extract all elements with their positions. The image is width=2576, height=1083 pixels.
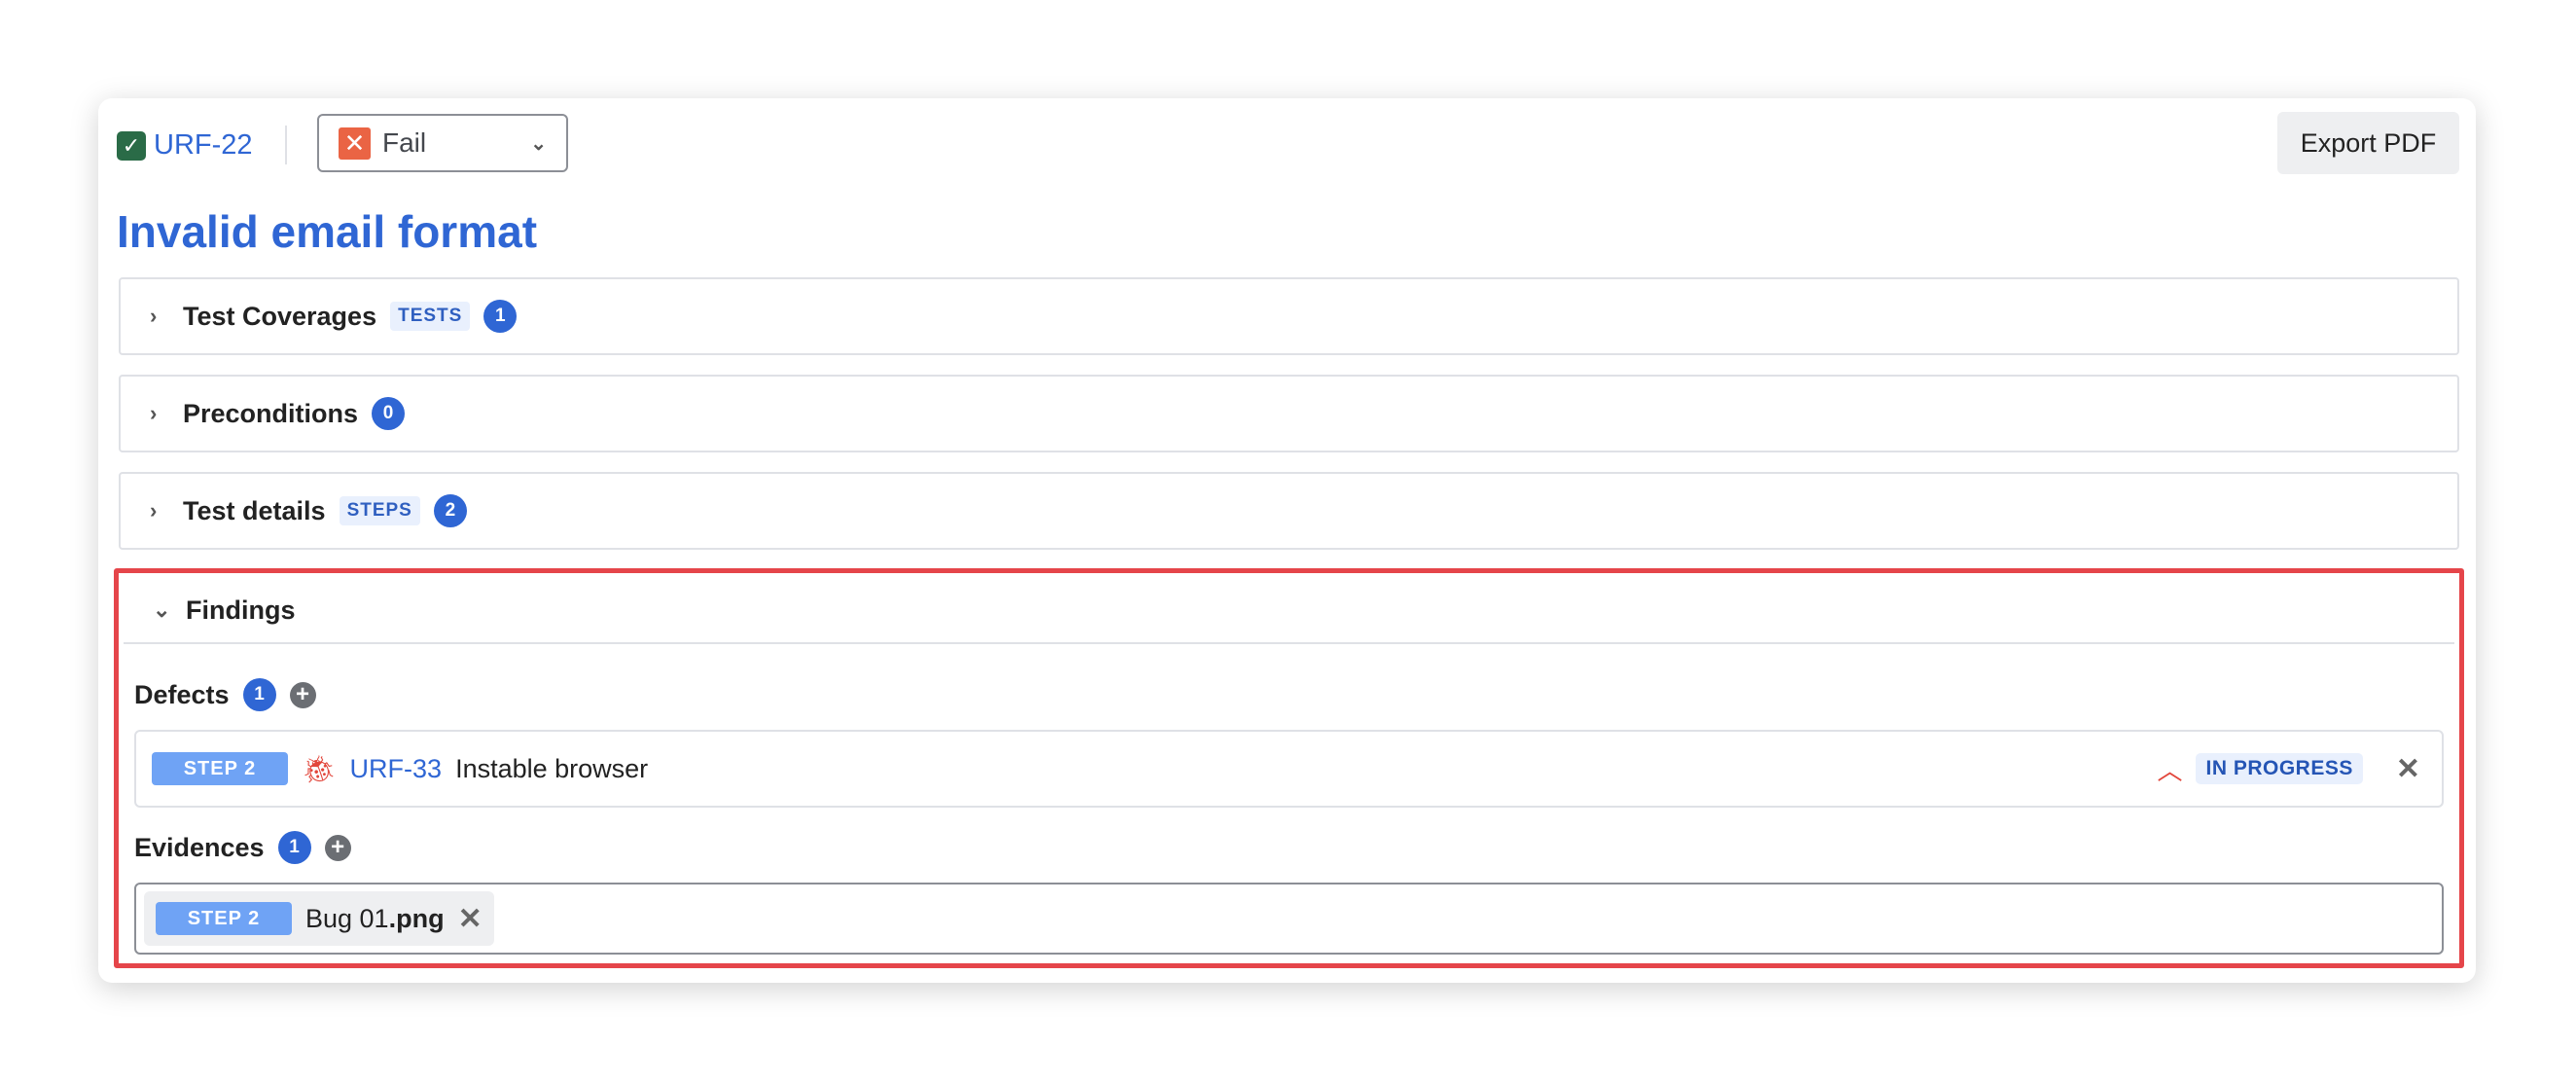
evidences-label: Evidences <box>134 832 265 862</box>
findings-highlight: ⌄ Findings Defects 1 + STEP 2 🐞︎ URF-33 … <box>114 568 2464 968</box>
file-name: Bug 01 <box>305 903 389 933</box>
test-check-icon: ✓ <box>117 130 146 161</box>
step-badge: STEP 2 <box>156 902 292 935</box>
section-lozenge: TESTS <box>390 302 471 331</box>
step-badge: STEP 2 <box>152 752 288 785</box>
chevron-right-icon: › <box>150 304 158 328</box>
count-badge: 1 <box>242 678 276 711</box>
count-badge: 1 <box>483 300 518 333</box>
bug-icon: 🐞︎ <box>302 753 337 784</box>
remove-evidence-icon[interactable]: ✕ <box>457 902 483 935</box>
evidences-heading: Evidences 1 + <box>134 831 351 864</box>
add-evidence-button[interactable]: + <box>324 834 351 861</box>
section-label: Preconditions <box>183 398 359 428</box>
count-badge: 1 <box>277 831 311 864</box>
section-preconditions[interactable]: › Preconditions 0 <box>119 375 2459 452</box>
section-label: Test details <box>183 495 326 525</box>
priority-high-icon: ︿ <box>2157 755 2183 785</box>
defect-row[interactable]: STEP 2 🐞︎ URF-33 Instable browser ︿ IN P… <box>134 730 2444 808</box>
chevron-down-icon: ⌄ <box>530 132 547 155</box>
evidence-field[interactable]: STEP 2 Bug 01.png ✕ <box>134 883 2444 955</box>
issue-key-link[interactable]: ✓ URF-22 <box>117 129 253 162</box>
file-ext: .png <box>388 903 445 933</box>
section-label: Test Coverages <box>183 301 377 331</box>
evidence-chip[interactable]: STEP 2 Bug 01.png ✕ <box>144 891 494 946</box>
add-defect-button[interactable]: + <box>289 681 316 708</box>
chevron-down-icon: ⌄ <box>153 597 171 622</box>
remove-defect-icon[interactable]: ✕ <box>2395 752 2420 785</box>
status-badge: IN PROGRESS <box>2196 753 2363 784</box>
findings-label: Findings <box>186 595 296 625</box>
status-value: Fail <box>382 127 427 158</box>
status-dropdown[interactable]: ✕ Fail ⌄ <box>317 114 568 172</box>
section-test-coverages[interactable]: › Test Coverages TESTS 1 <box>119 277 2459 355</box>
defect-summary: Instable browser <box>455 753 649 783</box>
chevron-right-icon: › <box>150 401 158 425</box>
chevron-right-icon: › <box>150 498 158 523</box>
export-pdf-button[interactable]: Export PDF <box>2277 112 2459 174</box>
section-lozenge: STEPS <box>339 496 420 525</box>
divider <box>285 126 287 164</box>
test-execution-card: ✓ URF-22 ✕ Fail ⌄ Export PDF Invalid ema… <box>98 98 2476 983</box>
count-badge: 0 <box>372 397 406 430</box>
issue-key[interactable]: URF-22 <box>154 129 253 161</box>
fail-icon: ✕ <box>339 126 371 160</box>
count-badge: 2 <box>433 494 467 527</box>
page-title: Invalid email format <box>117 206 538 257</box>
defects-heading: Defects 1 + <box>134 678 316 711</box>
defect-key-link[interactable]: URF-33 <box>349 753 443 783</box>
section-test-details[interactable]: › Test details STEPS 2 <box>119 472 2459 550</box>
findings-header[interactable]: ⌄ Findings <box>124 578 2454 644</box>
evidence-filename: Bug 01.png <box>305 904 445 934</box>
defects-label: Defects <box>134 679 230 709</box>
